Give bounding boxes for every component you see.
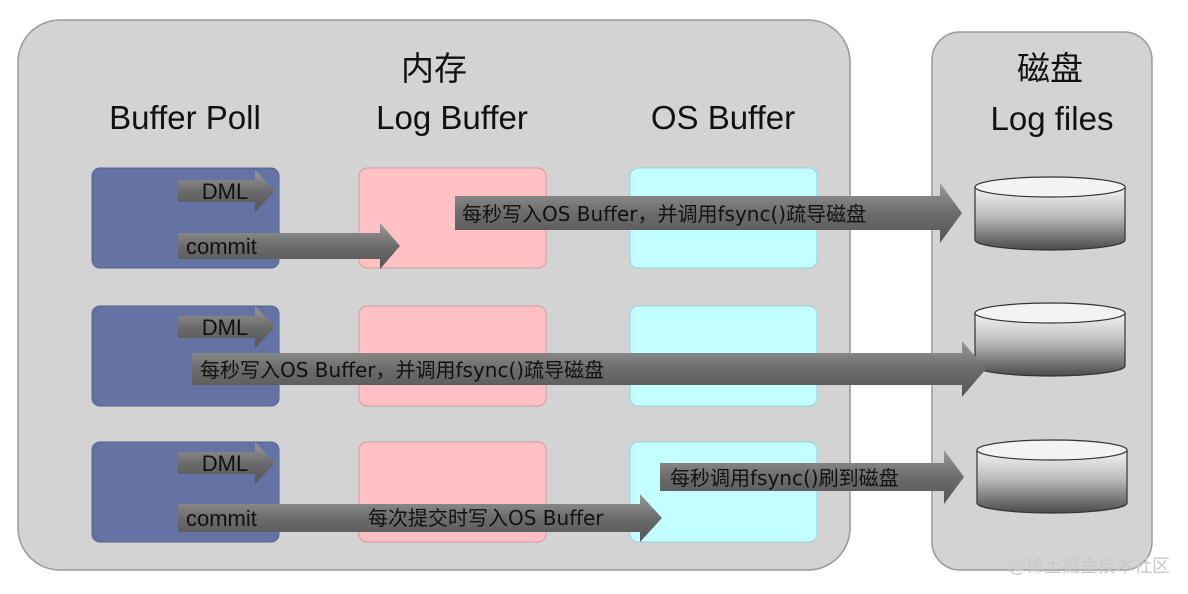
- disk-title: 磁盘: [1017, 49, 1083, 88]
- dml-label: DML: [202, 179, 248, 204]
- commit-label: commit: [186, 506, 257, 531]
- flush-arrow: 每秒写入OS Buffer，并调用fsync()疏导磁盘: [455, 183, 962, 243]
- column-title-log-buffer: Log Buffer: [376, 99, 528, 136]
- dml-label: DML: [202, 451, 248, 476]
- column-title-os-buffer: OS Buffer: [651, 99, 795, 136]
- disk-subtitle-log-files: Log files: [991, 100, 1114, 137]
- memory-panel: [17, 19, 851, 571]
- flush-arrow: 每秒写入OS Buffer，并调用fsync()疏导磁盘: [192, 341, 986, 397]
- watermark: @稀土掘金技术社区: [1008, 556, 1170, 577]
- write-label: 每次提交时写入OS Buffer: [368, 506, 604, 530]
- disk-cylinder-icon: [974, 176, 1126, 251]
- memory-title: 内存: [401, 49, 467, 88]
- commit-arrow: commit: [178, 223, 400, 269]
- dml-arrow: DML: [178, 170, 275, 212]
- flush-label: 每秒写入OS Buffer，并调用fsync()疏导磁盘: [200, 358, 604, 382]
- disk-panel: [931, 31, 1153, 571]
- flush-arrow: 每秒调用fsync()刷到磁盘: [660, 450, 964, 504]
- commit-label: commit: [186, 234, 257, 259]
- column-title-buffer-pool: Buffer Poll: [109, 99, 261, 136]
- commit-arrow: commit 每次提交时写入OS Buffer: [178, 494, 662, 542]
- flush-label: 每秒写入OS Buffer，并调用fsync()疏导磁盘: [462, 202, 866, 226]
- flush-label: 每秒调用fsync()刷到磁盘: [670, 466, 899, 490]
- dml-arrow: DML: [178, 306, 275, 348]
- disk-cylinder-icon: [974, 302, 1126, 377]
- dml-arrow: DML: [178, 442, 275, 484]
- disk-cylinder-icon: [976, 439, 1128, 514]
- os-buffer-box: [629, 441, 818, 543]
- dml-label: DML: [202, 315, 248, 340]
